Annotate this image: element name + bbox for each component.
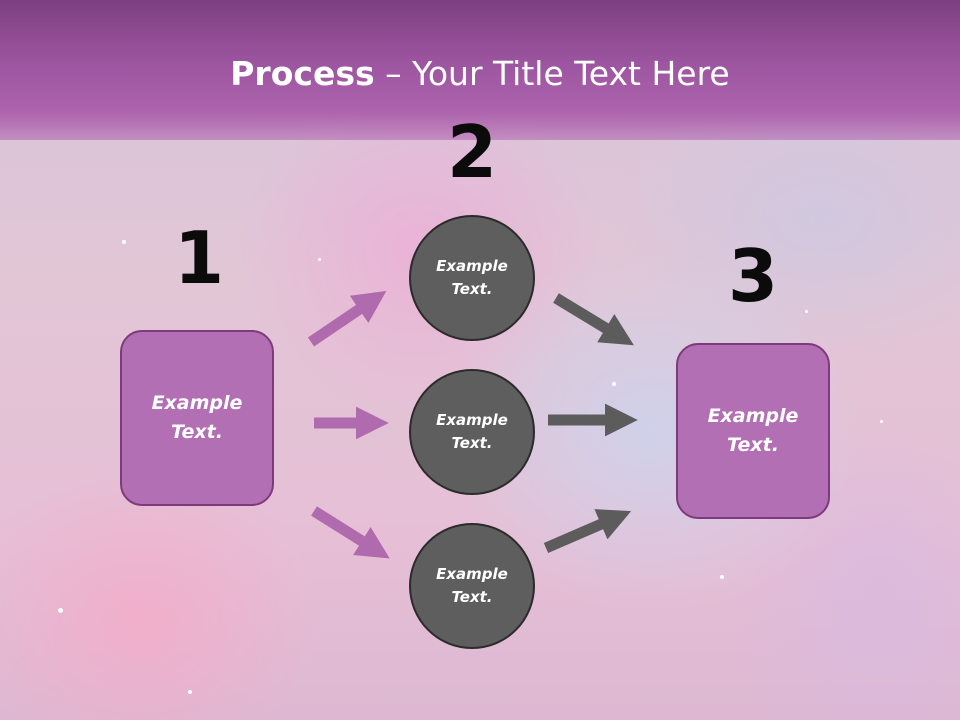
star-decoration (318, 258, 321, 261)
star-decoration (612, 382, 616, 386)
node-circle-bottom[interactable]: Example Text. (409, 523, 535, 649)
step-number-3: 3 (727, 234, 779, 318)
title-bold: Process (230, 54, 375, 93)
arrow-right-icon (311, 506, 390, 559)
step-box-3[interactable]: Example Text. (676, 343, 830, 519)
star-decoration (720, 575, 724, 579)
star-decoration (880, 420, 883, 423)
step-box-1[interactable]: Example Text. (120, 330, 274, 506)
star-decoration (122, 240, 126, 244)
title-banner (0, 0, 960, 140)
slide-title: Process – Your Title Text Here (0, 52, 960, 96)
step-box-1-label: Example Text. (151, 392, 243, 443)
node-circle-middle[interactable]: Example Text. (409, 369, 535, 495)
title-rest: – Your Title Text Here (374, 54, 730, 93)
node-circle-top-label: Example Text. (436, 257, 508, 298)
node-circle-top[interactable]: Example Text. (409, 215, 535, 341)
step-number-2: 2 (446, 110, 498, 194)
arrow-right-icon (307, 290, 387, 347)
node-circle-middle-label: Example Text. (436, 411, 508, 452)
step-box-3-label: Example Text. (707, 405, 799, 456)
star-decoration (188, 690, 192, 694)
star-decoration (58, 608, 63, 613)
arrow-right-icon (543, 509, 632, 554)
step-number-1: 1 (173, 216, 225, 300)
star-decoration (805, 310, 808, 313)
node-circle-bottom-label: Example Text. (436, 565, 508, 606)
arrow-right-icon (553, 293, 634, 346)
